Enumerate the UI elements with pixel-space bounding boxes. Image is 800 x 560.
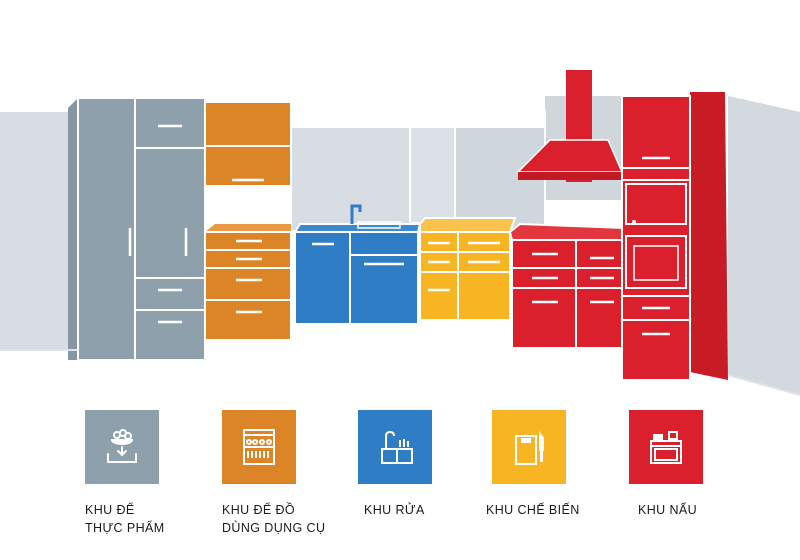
label-food-storage-line2: THỰC PHẨM [85,521,165,535]
label-washing: KHU RỬA [364,501,425,519]
dish-rack-icon[interactable] [222,410,296,484]
floor-lines [0,349,800,396]
label-utensil-storage-line1: KHU ĐỂ ĐỒ [222,503,296,517]
label-utensil-storage-line2: DÙNG DỤNG CỤ [222,521,326,535]
cutting-board-icon[interactable] [492,410,566,484]
stove-icon[interactable] [629,410,703,484]
label-prep-line1: KHU CHẾ BIẾN [486,503,580,517]
range-hood [516,70,624,182]
label-cooking-line1: KHU NẤU [638,503,698,517]
utensil-cabinets [204,101,292,341]
label-prep: KHU CHẾ BIẾN [486,501,580,519]
kitchen-illustration [0,70,800,396]
label-food-storage-line1: KHU ĐỂ [85,503,135,517]
label-food-storage: KHU ĐỂ THỰC PHẨM [85,501,165,537]
prep-cabinet [419,217,517,321]
label-cooking: KHU NẤU [638,501,697,519]
label-washing-line1: KHU RỬA [364,503,425,517]
pantry-cabinet [68,97,206,361]
food-storage-icon[interactable] [85,410,159,484]
sink-cabinet [293,204,422,325]
oven-tower [621,92,728,381]
cooking-cabinet [508,222,626,349]
label-utensil-storage: KHU ĐỂ ĐỒ DÙNG DỤNG CỤ [222,501,325,537]
sink-icon[interactable] [358,410,432,484]
